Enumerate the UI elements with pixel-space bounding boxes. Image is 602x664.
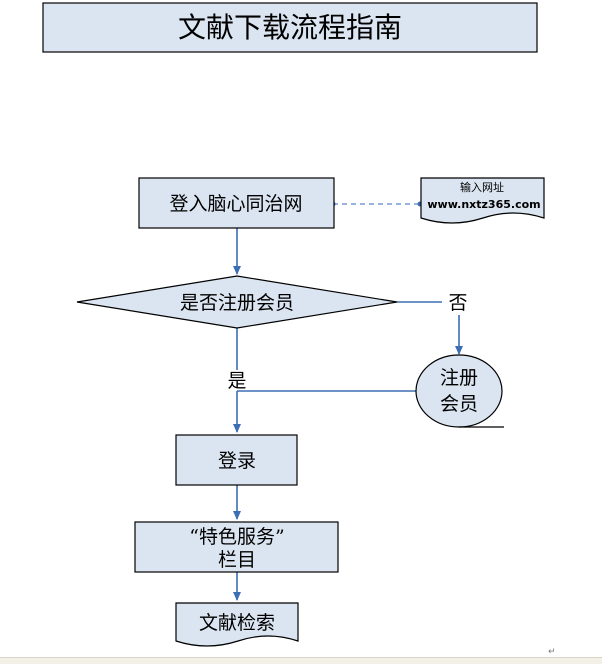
page-bottom-strip (0, 657, 602, 664)
title-box: 文献下载流程指南 (42, 2, 538, 53)
node-login-site: 登入脑心同治网 (138, 177, 335, 229)
register-ellipse (415, 354, 503, 428)
url-note-label: 输入网址 (460, 180, 504, 194)
node-search: 文献检索 (175, 602, 299, 647)
node-special-service: “特色服务” 栏目 (134, 521, 339, 573)
search-label: 文献检索 (199, 612, 275, 634)
login-label: 登录 (218, 450, 256, 472)
url-note-value: www.nxtz365.com (427, 198, 540, 211)
no-label: 否 (448, 292, 467, 314)
url-note-shape (420, 177, 545, 224)
yes-label: 是 (227, 370, 246, 392)
search-doc-shape (175, 602, 299, 647)
login-rect (175, 434, 298, 486)
register-label-line1: 注册 (440, 367, 478, 389)
login-site-label: 登入脑心同治网 (169, 193, 302, 215)
decision-diamond (76, 275, 398, 329)
node-url-note: 输入网址 www.nxtz365.com (420, 177, 545, 224)
special-service-line2: 栏目 (218, 549, 256, 571)
node-register: 注册 会员 (415, 354, 504, 428)
special-service-line1: “特色服务” (189, 526, 284, 548)
title-rect (42, 2, 538, 53)
login-site-rect (138, 177, 335, 229)
special-service-rect (134, 521, 339, 573)
decision-label: 是否注册会员 (180, 292, 294, 314)
page-title: 文献下载流程指南 (178, 11, 402, 44)
register-label-line2: 会员 (440, 393, 478, 415)
paragraph-mark-icon: ↵ (548, 647, 556, 657)
node-decision: 是否注册会员 (76, 275, 398, 329)
node-login: 登录 (175, 434, 298, 486)
